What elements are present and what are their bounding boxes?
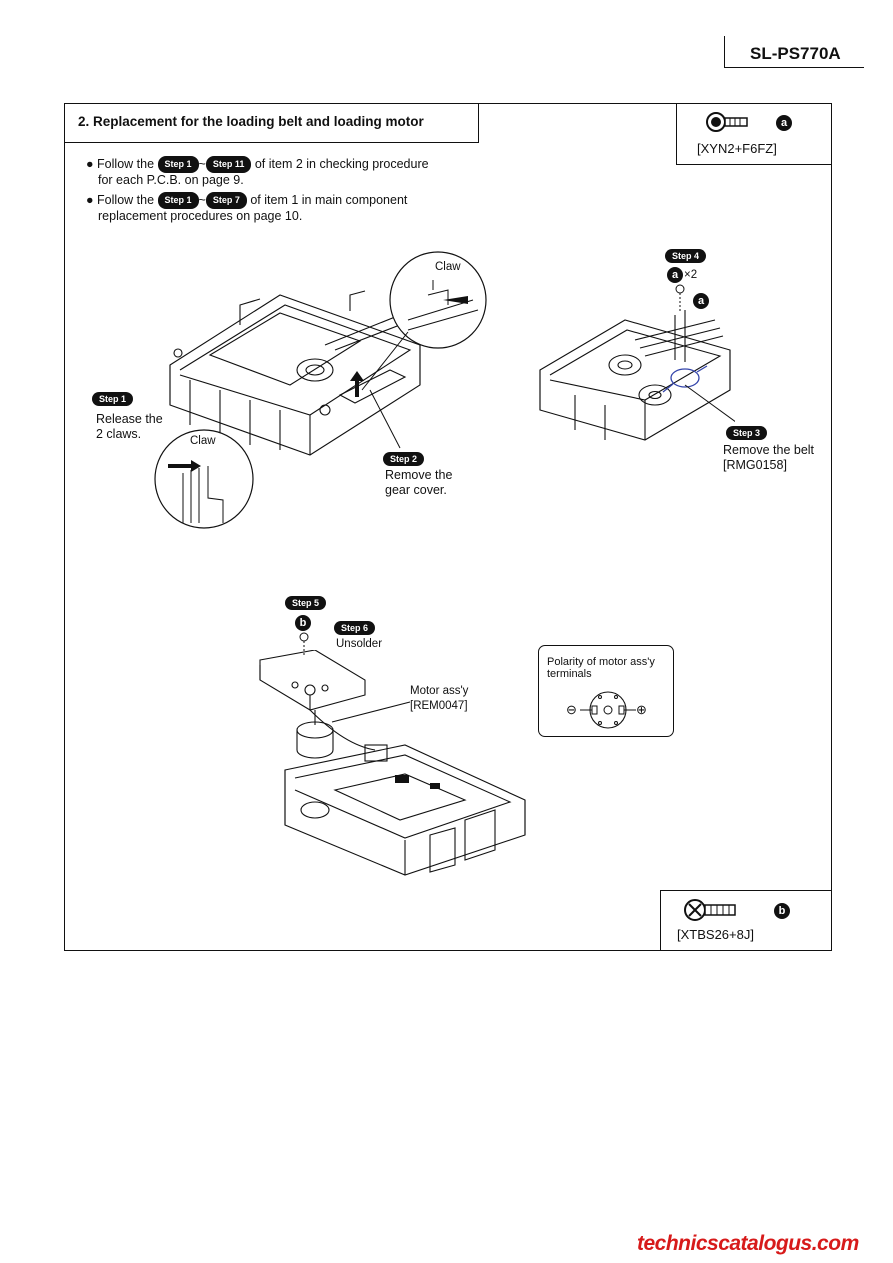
polarity-note: Polarity of motor ass'y terminals	[538, 645, 674, 737]
step5-screw-letter: b	[295, 615, 311, 631]
polarity-title-cont: terminals	[547, 668, 592, 680]
range-tilde: ~	[198, 192, 206, 207]
step3-line2: [RMG0158]	[723, 458, 787, 472]
screw-b-icon	[684, 899, 736, 921]
step2-text: Remove the gear cover.	[385, 468, 452, 498]
instruction-prefix: Follow the	[97, 156, 155, 171]
motor-leader-line	[331, 701, 411, 723]
step3-text: Remove the belt [RMG0158]	[723, 443, 814, 473]
screw-b-letter: b	[774, 903, 790, 919]
step4-screw-letter-2: a	[693, 293, 709, 309]
screw-a-icon	[706, 112, 748, 132]
mechanism-drawing-2	[539, 310, 735, 441]
instruction-item: ● Follow the Step 1~Step 7 of item 1 in …	[86, 192, 407, 224]
claw-leader-top	[361, 331, 409, 449]
step1-tag: Step 1	[92, 392, 134, 406]
step4-quantity: ×2	[684, 269, 698, 281]
step3-tag: Step 3	[726, 426, 768, 440]
screw-b-code: [XTBS26+8J]	[677, 927, 754, 942]
step4-screw-icon	[675, 284, 685, 312]
bullet-dot: ●	[86, 156, 94, 171]
instruction-text: of item 2 in checking procedure	[254, 156, 429, 171]
step2-line2: gear cover.	[385, 483, 447, 497]
section-title: 2. Replacement for the loading belt and …	[64, 103, 479, 143]
motor-callout: Motor ass'y [REM0047]	[410, 684, 468, 714]
polarity-minus: ⊖	[566, 702, 577, 717]
step4-screw-letter: a	[667, 267, 683, 283]
watermark-text: technicscatalogus.com	[637, 1232, 859, 1255]
step6-text: Unsolder	[336, 638, 383, 650]
step3-line1: Remove the belt	[723, 443, 815, 457]
range-tilde: ~	[198, 156, 206, 171]
screw-a-letter: a	[776, 115, 792, 131]
instruction-text-cont: replacement procedures on page 10.	[98, 209, 303, 223]
polarity-title: Polarity of motor ass'y	[547, 656, 655, 668]
step4-tag: Step 4	[665, 249, 707, 263]
polarity-plus: ⊕	[636, 702, 647, 717]
model-number: SL-PS770A	[750, 44, 841, 63]
step5-screw-icon	[299, 632, 309, 656]
step-ref-start: Step 1	[157, 192, 199, 209]
screw-a-legend: a [XYN2+F6FZ]	[676, 103, 832, 165]
step-ref-start: Step 1	[157, 156, 199, 173]
instruction-text-cont: for each P.C.B. on page 9.	[98, 173, 244, 187]
step5-tag: Step 5	[285, 596, 327, 610]
step1-line2: 2 claws.	[96, 427, 142, 441]
motor-label: Motor ass'y	[410, 685, 469, 697]
motor-terminal-diagram	[580, 691, 636, 729]
step1-line1: Release the	[96, 412, 163, 426]
mechanism-drawing-1	[169, 290, 421, 456]
step2-line1: Remove the	[385, 468, 453, 482]
instruction-item: ● Follow the Step 1~Step 11 of item 2 in…	[86, 156, 429, 188]
step1-text: Release the 2 claws.	[96, 412, 163, 442]
bullet-dot: ●	[86, 192, 94, 207]
step6-tag: Step 6	[334, 621, 376, 635]
claw-label-left: Claw	[190, 435, 216, 447]
claw-detail-top	[389, 251, 487, 349]
screw-a-code: [XYN2+F6FZ]	[697, 141, 777, 156]
instruction-prefix: Follow the	[97, 192, 155, 207]
instruction-text: of item 1 in main component	[250, 192, 408, 207]
step-ref-end: Step 7	[205, 192, 247, 209]
screw-b-legend: b [XTBS26+8J]	[660, 890, 832, 951]
step2-tag: Step 2	[383, 452, 425, 466]
claw-label-top: Claw	[435, 261, 461, 273]
header-rule-horizontal	[724, 67, 864, 68]
claw-detail-left	[154, 429, 254, 529]
motor-part-number: [REM0047]	[410, 700, 468, 712]
motor-assembly-drawing	[259, 650, 526, 876]
header-rule-vertical	[724, 36, 725, 68]
step-ref-end: Step 11	[205, 156, 252, 173]
